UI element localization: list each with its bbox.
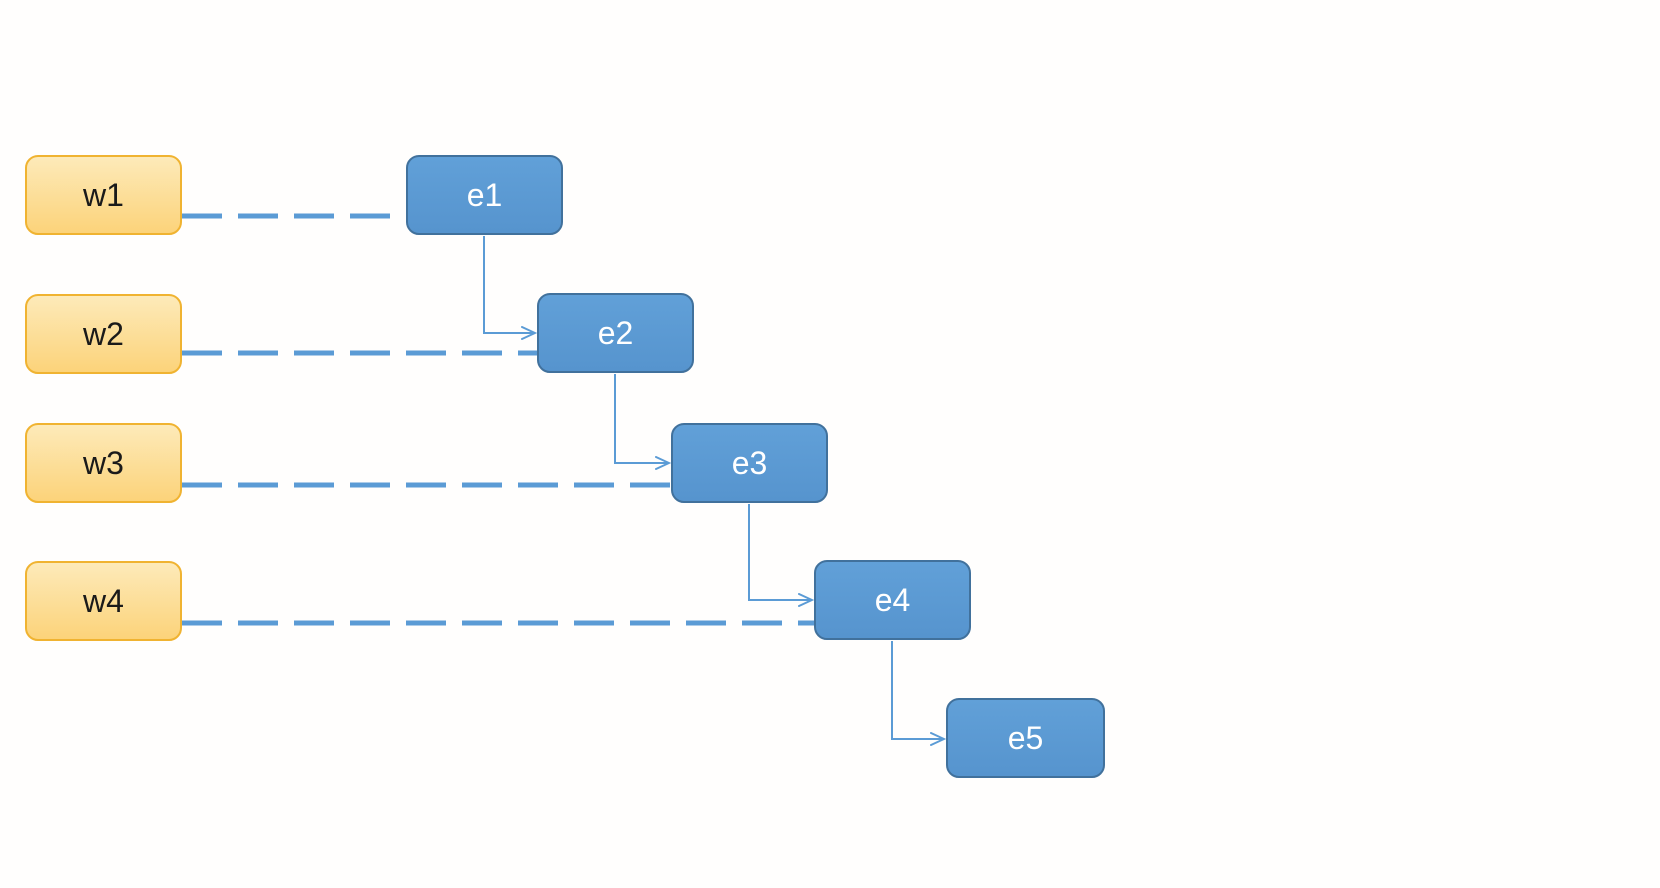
node-w2-label: w2	[83, 316, 124, 352]
node-e5: e5	[946, 698, 1105, 778]
node-e2-label: e2	[597, 315, 634, 351]
node-e3-label: e3	[731, 445, 768, 481]
node-w3: w3	[25, 423, 182, 503]
node-e1: e1	[406, 155, 563, 235]
node-e3: e3	[671, 423, 828, 503]
node-w1: w1	[25, 155, 182, 235]
node-w1-label: w1	[83, 177, 124, 213]
node-w3-label: w3	[83, 445, 124, 481]
node-w2: w2	[25, 294, 182, 374]
node-e4-label: e4	[874, 582, 911, 618]
node-e2: e2	[537, 293, 694, 373]
arrow-link-e1-e2	[483, 236, 535, 333]
node-e1-label: e1	[466, 177, 503, 213]
node-w4-label: w4	[83, 583, 124, 619]
arrow-link-e2-e3	[614, 374, 669, 463]
node-w4: w4	[25, 561, 182, 641]
arrow-link-e3-e4	[748, 504, 812, 600]
arrow-link-e4-e5	[891, 641, 944, 739]
node-e4: e4	[814, 560, 971, 640]
node-e5-label: e5	[1007, 720, 1044, 756]
